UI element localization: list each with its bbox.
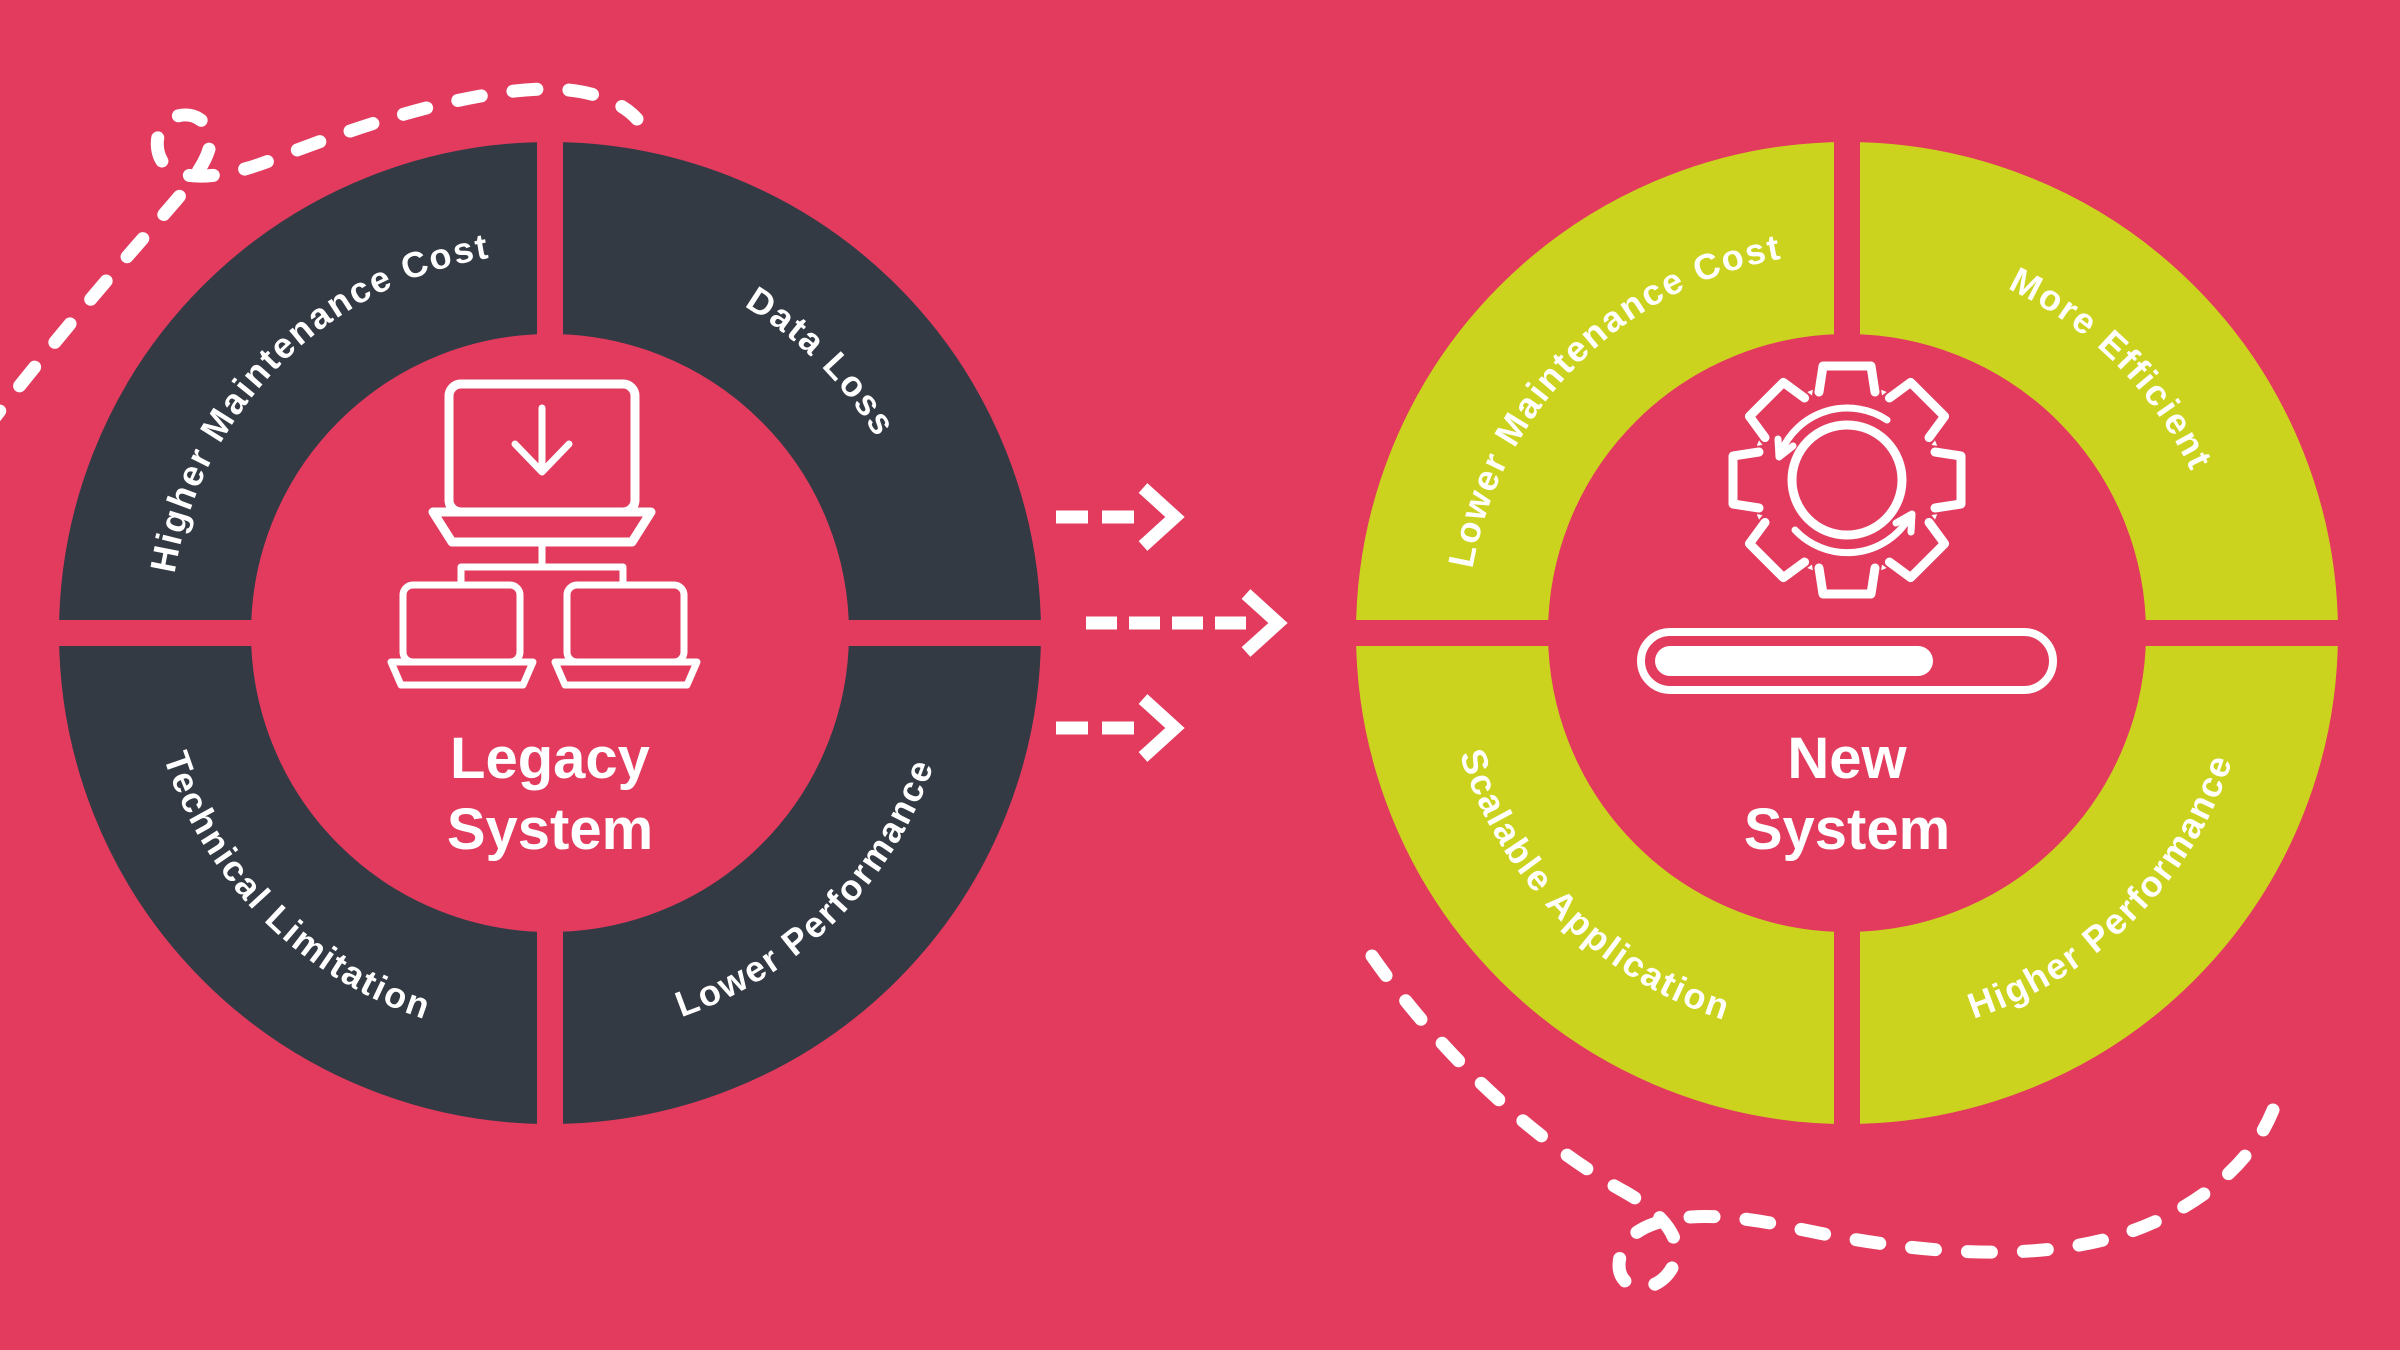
arrow-middle xyxy=(1086,589,1288,657)
dashed-squiggle-top-left xyxy=(0,82,644,422)
new-ring: Lower Maintenance Cost More Efficient Sc… xyxy=(1337,123,2357,1143)
gear-sync-icon xyxy=(1729,362,1965,598)
dashed-squiggle-bottom-right xyxy=(1365,949,2280,1294)
sync-arrows-icon xyxy=(1774,404,1916,557)
legacy-title-line1: Legacy xyxy=(450,726,650,791)
progress-bar xyxy=(1637,628,2057,694)
transition-arrows xyxy=(1056,483,1288,762)
progress-bar-fill xyxy=(1655,646,1933,676)
arrow-bottom xyxy=(1056,694,1185,762)
new-ring-gaps xyxy=(1337,123,2357,1143)
new-title-line2: System xyxy=(1744,797,1950,862)
legacy-ring-gaps xyxy=(40,123,1060,1143)
new-title-line1: New xyxy=(1787,726,1907,791)
laptop-network-download-icon xyxy=(387,379,701,689)
legacy-title-line2: System xyxy=(447,797,653,862)
arrow-top xyxy=(1056,483,1185,551)
legacy-ring: Higher Maintenance Cost Data Loss Techni… xyxy=(40,123,1060,1143)
download-arrow-icon xyxy=(511,404,573,476)
